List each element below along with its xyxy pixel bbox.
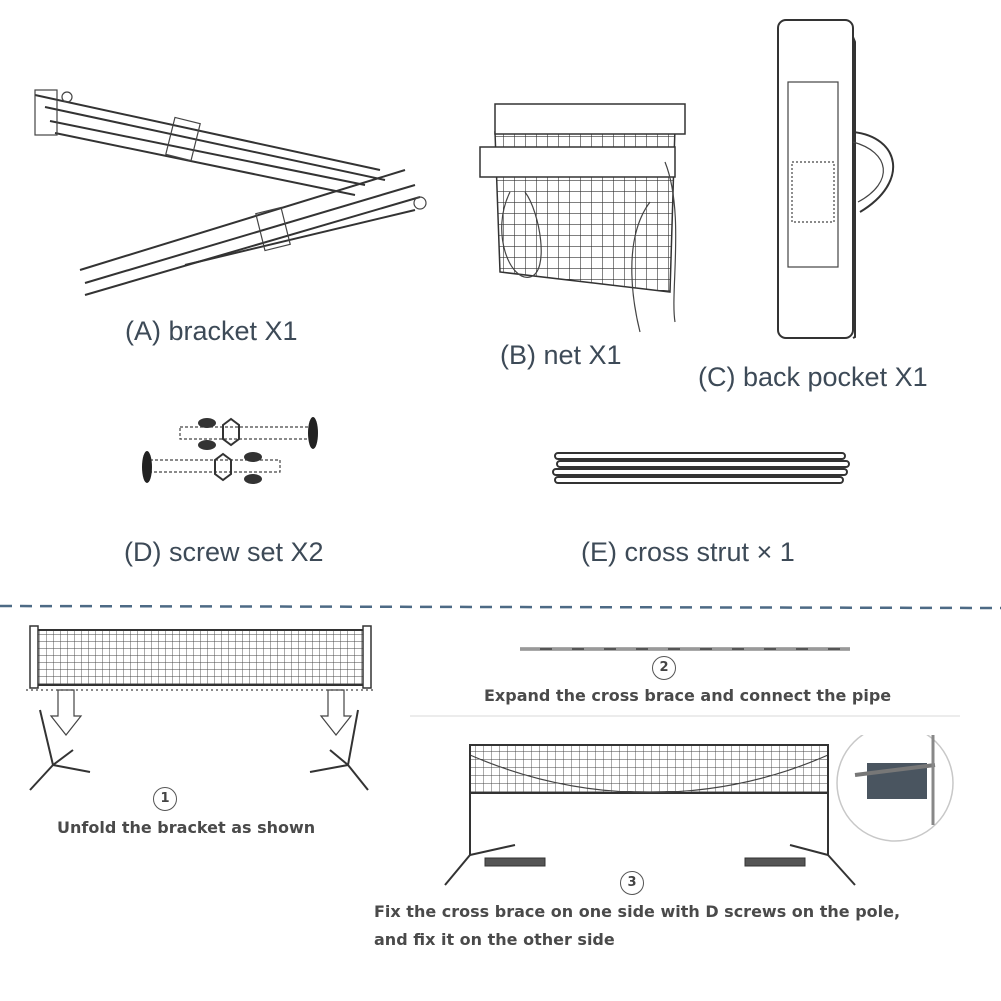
part-b-label: (B) net X1: [500, 340, 622, 370]
step2-text: Expand the cross brace and connect the p…: [484, 686, 892, 705]
screw-set-illustration: [142, 417, 318, 484]
step-separator: [410, 715, 960, 717]
step1-text: Unfold the bracket as shown: [57, 818, 316, 837]
step2-illustration: [520, 647, 850, 651]
cross-strut-illustration: [552, 452, 850, 484]
part-c-label: (C) back pocket X1: [698, 362, 928, 392]
step1-illustration: [26, 625, 376, 791]
part-d-label: (D) screw set X2: [124, 537, 324, 567]
part-a-label: (A) bracket X1: [125, 316, 298, 346]
section-divider: [0, 604, 1001, 610]
step3-illustration: [444, 735, 954, 886]
net-illustration: [479, 103, 686, 333]
step2-number: 2: [652, 656, 676, 680]
part-e-label: (E) cross strut × 1: [581, 537, 795, 567]
step1-number: 1: [153, 787, 177, 811]
step3-text-line2: and fix it on the other side: [374, 930, 615, 949]
step3-text-line1: Fix the cross brace on one side with D s…: [374, 902, 901, 921]
back-pocket-illustration: [777, 19, 895, 339]
step3-number: 3: [620, 871, 644, 895]
bracket-illustration: [34, 89, 427, 296]
